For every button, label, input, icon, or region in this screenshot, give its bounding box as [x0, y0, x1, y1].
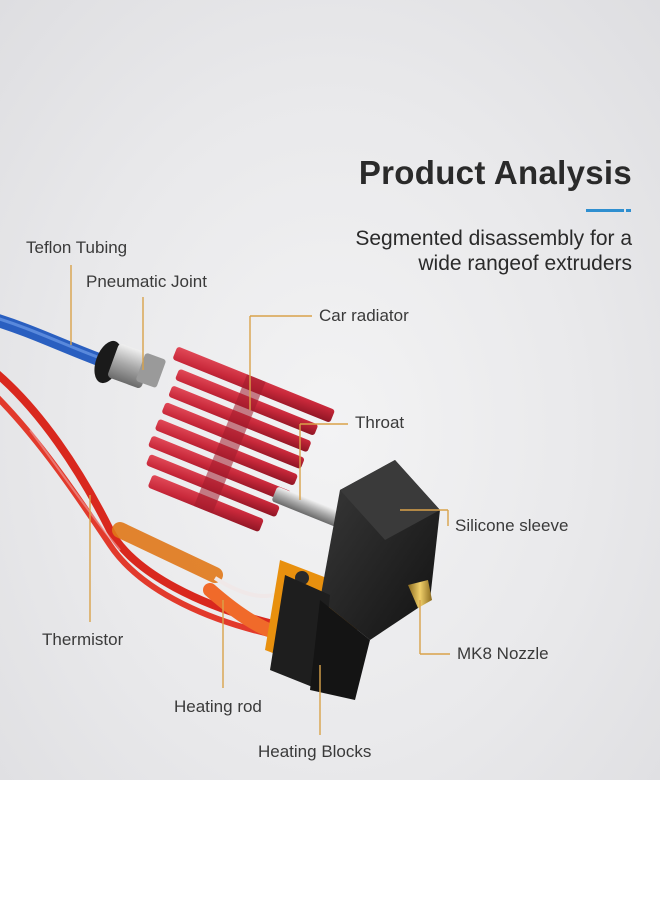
label-silicone-sleeve: Silicone sleeve [455, 516, 569, 535]
title-underline [586, 209, 624, 212]
thermistor-sleeve [112, 522, 223, 583]
label-thermistor: Thermistor [42, 630, 124, 649]
teflon-tube [0, 314, 107, 367]
label-mk8-nozzle: MK8 Nozzle [457, 644, 549, 663]
bottom-whitespace [0, 780, 660, 900]
label-heating-blocks: Heating Blocks [258, 742, 372, 761]
label-teflon-tubing: Teflon Tubing [26, 238, 128, 257]
mk8-nozzle-shape [408, 580, 432, 608]
product-stage: Product Analysis Segmented disassembly f… [0, 0, 660, 780]
page-title: Product Analysis [358, 154, 632, 191]
page-subtitle: Segmented disassembly for a wide rangeof… [292, 226, 632, 276]
label-pneumatic-joint: Pneumatic Joint [86, 272, 207, 291]
leader-lines [70, 265, 450, 735]
car-radiator-shape [146, 347, 335, 532]
hotend-illustration [0, 265, 450, 735]
label-throat: Throat [355, 413, 405, 432]
label-heating-rod: Heating rod [174, 697, 262, 716]
heater-wire [0, 371, 301, 634]
throat-shape [272, 487, 342, 527]
title-underline-dot [626, 209, 631, 212]
label-car-radiator: Car radiator [319, 306, 409, 325]
subtitle-line-2: wide rangeof extruders [418, 252, 632, 275]
silicone-sleeve-shape [270, 460, 440, 700]
pneumatic-joint-shape [94, 340, 166, 388]
subtitle-line-1: Segmented disassembly for a [355, 227, 632, 250]
